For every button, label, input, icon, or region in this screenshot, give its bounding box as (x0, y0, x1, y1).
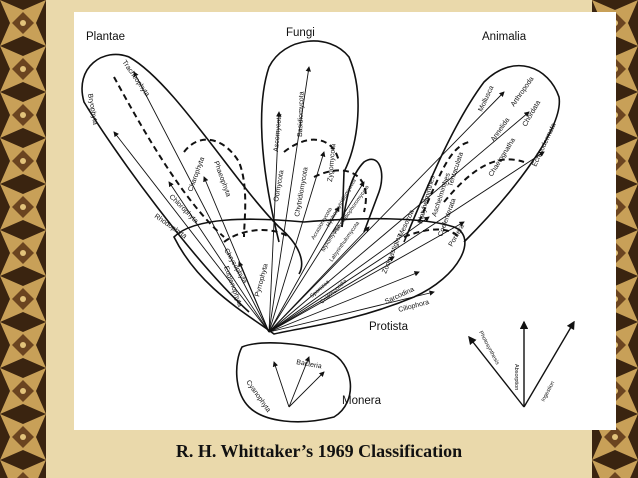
legend-absorption: Absorption (513, 364, 519, 390)
fungi-inner-dashed (283, 138, 367, 213)
kingdom-monera: Monera (342, 395, 382, 407)
group-chytridiomycota: Chytridiomycota (294, 167, 310, 218)
plantae-inner-dashed (113, 76, 247, 238)
group-zygomycota: Zygomycota (327, 143, 337, 182)
left-decorative-border (0, 0, 46, 478)
monera-outline (235, 342, 352, 423)
group-charophyta: Charophyta (187, 156, 206, 193)
group-oomycota: Oomycota (273, 170, 285, 203)
group-cyanophyta: Cyanophyta (244, 379, 271, 414)
group-mollusca: Mollusca (477, 85, 495, 113)
group-chordata: Chordata (522, 99, 543, 128)
group-labyrinthulomycota: Labyrinthulomycota (329, 220, 362, 263)
kingdom-protista: Protista (369, 321, 409, 333)
kingdom-plantae: Plantae (86, 31, 125, 43)
group-rhodophyta: Rhodophyta (153, 213, 188, 240)
animalia-outline (403, 64, 561, 243)
group-chlorophyta: Chlorophyta (168, 193, 200, 225)
group-zoomastigina: Zoomastigina (381, 233, 403, 275)
kingdom-animalia: Animalia (482, 31, 527, 43)
fungi-small-lobe-outline (341, 158, 383, 233)
legend-ingestion: Ingestion (540, 380, 556, 403)
group-ascomycota: Ascomycota (273, 113, 283, 152)
group-tracheophyta: Tracheophyta (120, 59, 150, 98)
diagram-svg: Plantae Fungi Animalia Protista Monera T… (81, 27, 575, 423)
legend-photosynthesis: Photosynthesis (477, 330, 500, 366)
protista-outline (173, 217, 466, 335)
group-bacteria: Bacteria (296, 359, 323, 370)
group-echinodermata: Echinodermata (531, 122, 557, 168)
group-arthropoda: Arthropoda (510, 76, 536, 108)
legend-arrows (468, 320, 575, 408)
protista-inner-dashed (223, 228, 460, 243)
plantae-outline (81, 53, 303, 313)
group-pyrrophyta: Pyrrophyta (254, 263, 270, 298)
kingdom-fungi: Fungi (286, 27, 315, 39)
whittaker-diagram: Plantae Fungi Animalia Protista Monera T… (74, 12, 616, 430)
group-basidiomycota: Basidiomycota (297, 91, 306, 137)
fungi-outline (260, 40, 359, 243)
slide-caption: R. H. Whittaker’s 1969 Classification (175, 441, 463, 461)
animalia-inner-dashed (418, 141, 525, 223)
